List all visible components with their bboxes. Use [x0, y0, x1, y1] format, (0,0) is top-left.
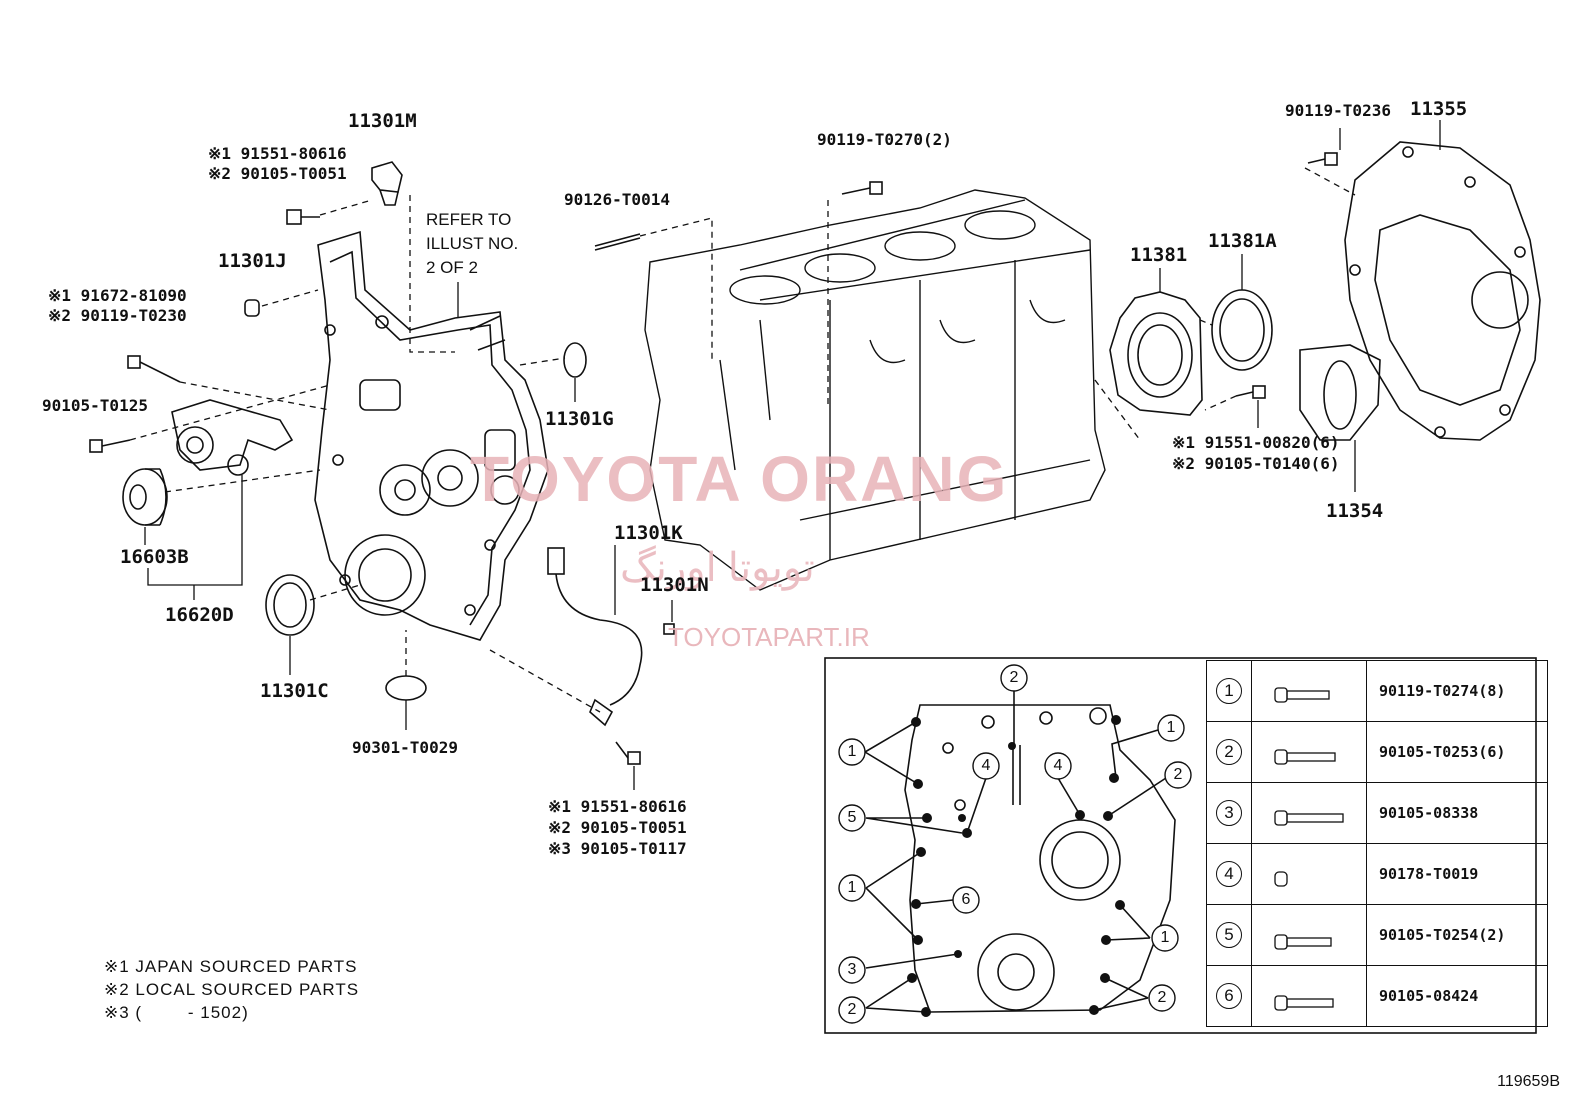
legend-row: 2 90105-T0253(6) [1206, 721, 1548, 783]
engine-block-drawing [644, 189, 1106, 591]
inset-callout-circles [838, 664, 1192, 1024]
rear-seal-drawing [1109, 289, 1273, 416]
inset-callout-number: 1 [847, 743, 857, 760]
inset-callout-number: 1 [1160, 929, 1170, 946]
label-11301K: 11301K [614, 522, 683, 544]
legend-row: 1 90119-T0274(8) [1206, 660, 1548, 722]
legend-part-number: 90105-T0254(2) [1366, 904, 1548, 966]
inset-callout-number: 4 [1053, 757, 1063, 774]
legend-row: 3 90105-08338 [1206, 782, 1548, 844]
legend-part-number: 90119-T0274(8) [1366, 660, 1548, 722]
legend-number: 5 [1216, 922, 1242, 948]
label-91672-81090: ※1 91672-81090 [48, 286, 187, 305]
label-sensor-note1: ※1 91551-80616 [548, 797, 687, 816]
inset-callout-number: 4 [981, 757, 991, 774]
label-sensor-note2: ※2 90105-T0051 [548, 818, 687, 837]
label-90105-T0125: 90105-T0125 [42, 396, 148, 415]
legend-number-cell: 2 [1206, 721, 1252, 783]
label-sensor-note3: ※3 90105-T0117 [548, 839, 687, 858]
label-11381: 11381 [1130, 244, 1188, 266]
refer-to-text: REFER TO [426, 210, 512, 229]
timing-cover-drawing [314, 230, 549, 641]
figure-number: 119659B [1497, 1073, 1560, 1090]
label-90119-T0236: 90119-T0236 [1285, 101, 1391, 120]
bolt-legend-table: 1 90119-T0274(8) 2 90105-T0253(6) 3 90105-083… [1206, 660, 1548, 1027]
legend-number: 6 [1216, 983, 1242, 1009]
legend-number-cell: 4 [1206, 843, 1252, 905]
legend-number-cell: 6 [1206, 965, 1252, 1027]
label-90105-T0140: ※2 90105-T0140(6) [1172, 454, 1340, 473]
legend-part-number: 90105-08338 [1366, 782, 1548, 844]
legend-row: 6 90105-08424 [1206, 965, 1548, 1027]
legend-number-cell: 3 [1206, 782, 1252, 844]
inset-callout-number: 2 [1009, 669, 1019, 686]
label-11301M-note1: ※1 91551-80616 [208, 144, 347, 163]
legend-part-number: 90105-08424 [1366, 965, 1548, 1027]
leader-lines [129, 167, 1356, 713]
label-11301J: 11301J [218, 250, 287, 272]
label-90119-T0270: 90119-T0270(2) [817, 130, 952, 149]
label-11301M-note2: ※2 90105-T0051 [208, 164, 347, 183]
label-11301M: 11301M [348, 110, 417, 132]
watermark-persian: تویوتا اورنگ [620, 546, 815, 590]
inset-callout-number: 1 [847, 879, 857, 896]
label-11381A: 11381A [1208, 230, 1277, 252]
inset-callout-number: 1 [1166, 719, 1176, 736]
label-11301G: 11301G [545, 408, 614, 430]
bolt-icon [1251, 904, 1367, 966]
bolt-icon [1251, 965, 1367, 1027]
legend-row: 5 90105-T0254(2) [1206, 904, 1548, 966]
watermark-url: TOYOTAPART.IR [668, 622, 870, 652]
illust-no-text: ILLUST NO. [426, 234, 519, 253]
tensioner-drawing [122, 399, 294, 526]
bolt-icon [1251, 843, 1367, 905]
label-90301-T0029: 90301-T0029 [352, 738, 458, 757]
note-period: ※3 ( - 1502) [104, 1003, 249, 1022]
label-11354: 11354 [1326, 500, 1384, 522]
label-16620D: 16620D [165, 604, 234, 626]
note-local: ※2 LOCAL SOURCED PARTS [104, 980, 360, 999]
bolt-icon [1251, 660, 1367, 722]
legend-number: 2 [1216, 739, 1242, 765]
label-16603B: 16603B [120, 546, 189, 568]
legend-number: 4 [1216, 861, 1242, 887]
legend-number-cell: 5 [1206, 904, 1252, 966]
legend-row: 4 90178-T0019 [1206, 843, 1548, 905]
watermark-main: TOYOTA ORANG [470, 443, 1009, 515]
legend-number: 1 [1216, 678, 1242, 704]
two-of-two-text: 2 OF 2 [426, 258, 478, 277]
bolt-icon [1251, 721, 1367, 783]
inset-callout-number: 2 [1173, 766, 1183, 783]
label-90119-T0230: ※2 90119-T0230 [48, 306, 187, 325]
label-90126-T0014: 90126-T0014 [564, 190, 670, 209]
inset-callout-number: 6 [961, 891, 971, 908]
label-11355: 11355 [1410, 98, 1468, 120]
sourcing-notes: ※1 JAPAN SOURCED PARTS ※2 LOCAL SOURCED … [104, 955, 359, 1024]
label-11301N: 11301N [640, 574, 709, 596]
legend-part-number: 90178-T0019 [1366, 843, 1548, 905]
bolt-icon [1251, 782, 1367, 844]
bolt-location-inset [824, 657, 1537, 1034]
label-leaders [144, 120, 1441, 790]
legend-number-cell: 1 [1206, 660, 1252, 722]
end-plate-drawing [1299, 141, 1541, 441]
inset-callout-number: 3 [847, 961, 857, 978]
legend-number: 3 [1216, 800, 1242, 826]
label-91551-00820: ※1 91551-00820(6) [1172, 433, 1340, 452]
inset-callout-number: 2 [1157, 989, 1167, 1006]
inset-callout-number: 2 [847, 1001, 857, 1018]
small-parts-drawing [89, 161, 883, 765]
label-11301C: 11301C [260, 680, 329, 702]
note-japan: ※1 JAPAN SOURCED PARTS [104, 957, 358, 976]
inset-callout-number: 5 [847, 809, 857, 826]
legend-part-number: 90105-T0253(6) [1366, 721, 1548, 783]
